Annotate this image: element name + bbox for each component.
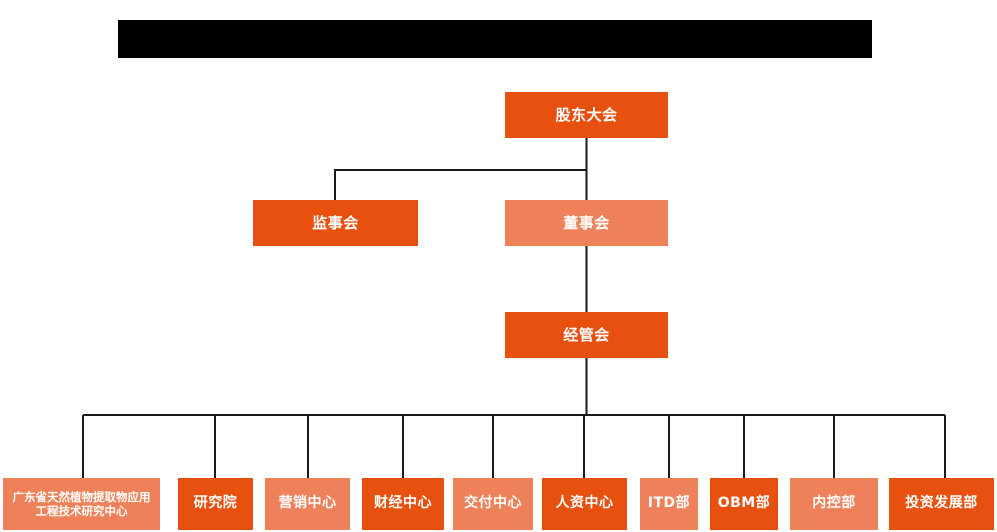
dept-itd[interactable]: ITD部 xyxy=(640,478,698,530)
node-management-committee[interactable]: 经管会 xyxy=(505,312,668,358)
dept-research-institute-label: 研究院 xyxy=(193,495,238,512)
dept-finance-center[interactable]: 财经中心 xyxy=(362,478,444,530)
dept-marketing-center-label: 营销中心 xyxy=(278,495,337,512)
node-board-of-directors[interactable]: 董事会 xyxy=(505,200,668,246)
dept-internal-control-label: 内控部 xyxy=(812,495,856,512)
dept-gd-research-center[interactable]: 广东省天然植物提取物应用工程技术研究中心 xyxy=(3,478,160,530)
dept-hr-center[interactable]: 人资中心 xyxy=(542,478,627,530)
dept-investment-development[interactable]: 投资发展部 xyxy=(889,478,994,530)
dept-internal-control[interactable]: 内控部 xyxy=(790,478,878,530)
dept-itd-label: ITD部 xyxy=(647,495,691,512)
node-shareholders-meeting-label: 股东大会 xyxy=(555,105,618,124)
dept-research-institute[interactable]: 研究院 xyxy=(178,478,253,530)
node-board-of-supervisors[interactable]: 监事会 xyxy=(253,200,418,246)
dept-obm[interactable]: OBM部 xyxy=(710,478,778,530)
redacted-title-bar xyxy=(118,20,872,58)
node-board-of-supervisors-label: 监事会 xyxy=(312,213,359,232)
dept-hr-center-label: 人资中心 xyxy=(555,495,614,512)
dept-delivery-center-label: 交付中心 xyxy=(464,495,522,512)
connector-shareholders-supervisors xyxy=(333,168,587,200)
node-board-of-directors-label: 董事会 xyxy=(563,213,610,232)
node-management-committee-label: 经管会 xyxy=(563,325,610,344)
dept-finance-center-label: 财经中心 xyxy=(374,495,432,512)
dept-marketing-center[interactable]: 营销中心 xyxy=(265,478,350,530)
dept-investment-development-label: 投资发展部 xyxy=(905,495,978,512)
dept-delivery-center[interactable]: 交付中心 xyxy=(453,478,533,530)
dept-obm-label: OBM部 xyxy=(717,495,771,512)
node-shareholders-meeting[interactable]: 股东大会 xyxy=(505,92,668,138)
dept-gd-research-center-label: 广东省天然植物提取物应用工程技术研究中心 xyxy=(12,489,151,518)
